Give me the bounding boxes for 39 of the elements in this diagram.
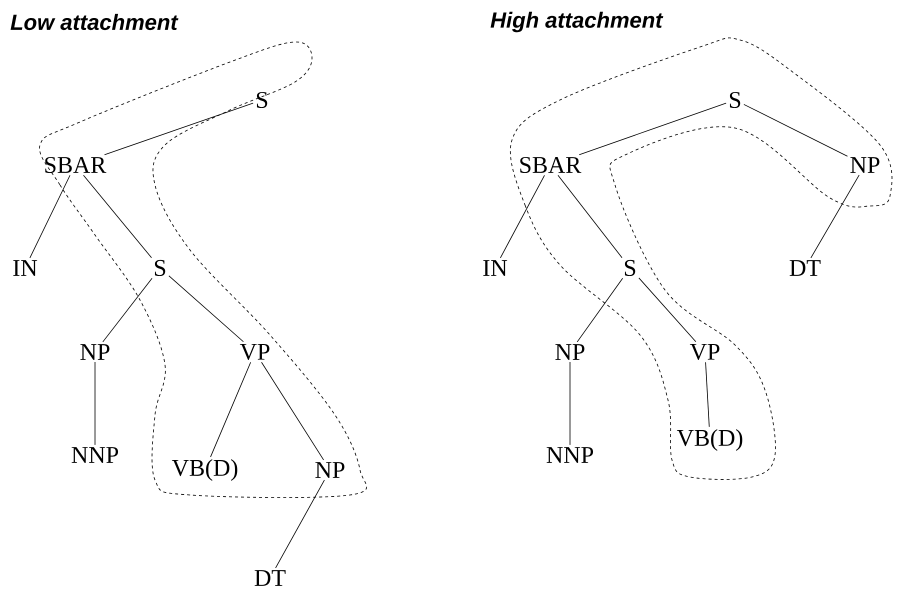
tree-label: NP: [315, 462, 344, 478]
tree-label: VP: [240, 344, 270, 360]
tree-label: S: [154, 260, 166, 276]
tree-label: NNP: [546, 447, 594, 463]
tree-label: DT: [790, 260, 821, 276]
tree-branch: [94, 362, 96, 446]
tree-label: S: [730, 92, 740, 108]
tree-branch: [705, 362, 710, 428]
tree-branch: [500, 174, 545, 258]
tree-label: SBAR: [520, 156, 582, 174]
tree-branch: [30, 174, 70, 258]
tree-label: DT: [254, 570, 286, 586]
tree-label: VB(D): [172, 459, 238, 481]
panel-title: Low attachment: [10, 14, 178, 30]
tree-branch: [743, 104, 848, 157]
tree-label: NNP: [72, 447, 118, 463]
tree-label: IN: [13, 260, 38, 276]
tree-branch: [576, 278, 624, 342]
tree-branch: [578, 102, 727, 156]
tree-branch: [102, 278, 152, 342]
tree-label: IN: [483, 260, 508, 276]
tree-label: VB(D): [676, 429, 742, 451]
tree-label: NP: [80, 344, 110, 360]
tree-label: S: [256, 92, 268, 108]
tree-branch: [261, 362, 324, 460]
tree-branch: [168, 275, 244, 342]
panel-title: High attachment: [490, 12, 664, 32]
tree-branch: [210, 362, 252, 458]
tree-label: NP: [555, 344, 584, 360]
tree-label: S: [624, 260, 636, 276]
tree-branch: [558, 174, 622, 258]
tree-branch: [275, 480, 325, 568]
tree-label: SBAR: [45, 156, 106, 174]
tree-label: NP: [850, 157, 880, 173]
tree-branch: [104, 102, 254, 156]
tree-label: VP: [690, 344, 720, 360]
tree-branch: [83, 174, 152, 258]
tree-branch: [810, 174, 860, 258]
tree-branch: [638, 278, 696, 342]
